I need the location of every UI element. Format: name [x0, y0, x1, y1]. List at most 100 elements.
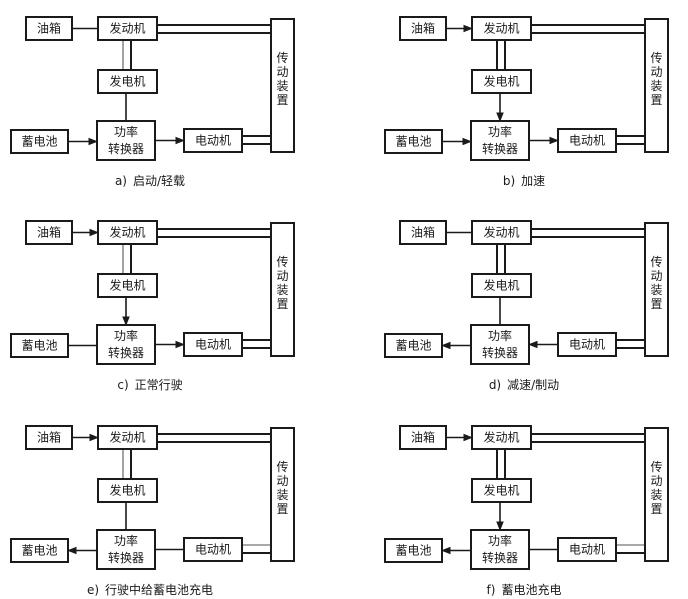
transmission-label-char: 装	[276, 283, 288, 297]
transmission-box	[270, 18, 295, 153]
generator-box	[97, 478, 158, 503]
battery-box	[384, 129, 443, 154]
power-converter-label-line2: 转换器	[108, 345, 144, 360]
fuel-tank-box	[25, 425, 73, 450]
transmission-box	[644, 427, 669, 562]
generator-label: 发电机	[109, 278, 145, 293]
panel-b: 油箱发动机发电机功率转换器蓄电池电动机传动装置b)加速	[384, 16, 669, 188]
battery-label: 蓄电池	[21, 135, 57, 149]
fuel-tank-label: 油箱	[411, 430, 435, 445]
transmission-box	[644, 222, 669, 357]
generator-label: 发电机	[483, 74, 519, 89]
panel-f: 油箱发动机发电机功率转换器蓄电池电动机传动装置f)蓄电池充电	[384, 425, 669, 597]
transmission-label-char: 动	[276, 474, 288, 488]
transmission-label-char: 传	[650, 50, 662, 65]
power-converter-label-line1: 功率	[114, 533, 138, 548]
panel-caption: b) 加速	[503, 174, 545, 188]
motor-label: 电动机	[569, 134, 605, 148]
caption-prefix: b)	[503, 174, 515, 188]
transmission-label-char: 置	[650, 502, 662, 516]
generator-label: 发电机	[109, 483, 145, 498]
panel-caption: d) 减速/制动	[489, 378, 559, 392]
fuel-tank-box	[399, 220, 447, 245]
power-converter-label-line2: 转换器	[482, 345, 518, 360]
fuel-tank-box	[25, 16, 73, 41]
generator-box	[471, 69, 532, 94]
transmission-label-char: 传	[650, 459, 662, 474]
motor-box	[183, 332, 243, 357]
caption-title: 减速/制动	[507, 378, 559, 392]
caption-prefix: d)	[489, 378, 501, 392]
motor-label: 电动机	[569, 543, 605, 557]
transmission-label-char: 装	[650, 79, 662, 93]
engine-label: 发动机	[109, 21, 145, 36]
transmission-label-char: 装	[276, 488, 288, 502]
fuel-tank-label: 油箱	[37, 21, 61, 36]
battery-box	[384, 333, 443, 358]
power-converter-label-line1: 功率	[488, 328, 512, 343]
power-converter-box	[96, 120, 156, 161]
transmission-box	[270, 427, 295, 562]
panel-caption: f)蓄电池充电	[487, 582, 562, 597]
transmission-box	[644, 18, 669, 153]
transmission-label-char: 传	[276, 254, 288, 269]
fuel-tank-label: 油箱	[37, 225, 61, 240]
power-converter-label-line1: 功率	[114, 124, 138, 139]
caption-prefix: c)	[117, 378, 128, 392]
engine-label: 发动机	[109, 225, 145, 240]
power-converter-label-line1: 功率	[114, 328, 138, 343]
battery-label: 蓄电池	[395, 544, 431, 558]
generator-box	[471, 273, 532, 298]
fuel-tank-label: 油箱	[411, 21, 435, 36]
motor-box	[183, 128, 243, 153]
fuel-tank-box	[399, 16, 447, 41]
caption-title: 行驶中给蓄电池充电	[105, 582, 213, 597]
engine-box	[97, 220, 158, 245]
caption-title: 正常行驶	[135, 377, 183, 392]
caption-title: 启动/轻载	[133, 174, 185, 188]
battery-label: 蓄电池	[21, 544, 57, 558]
caption-prefix: f)	[487, 583, 496, 597]
power-converter-label-line1: 功率	[488, 533, 512, 548]
caption-title: 加速	[521, 174, 545, 188]
engine-label: 发动机	[109, 430, 145, 445]
power-converter-box	[470, 324, 530, 365]
panel-caption: a) 启动/轻载	[115, 174, 185, 188]
transmission-label-char: 动	[650, 65, 662, 79]
transmission-label-char: 装	[276, 79, 288, 93]
battery-box	[10, 538, 69, 563]
caption-prefix: a)	[115, 174, 127, 188]
engine-box	[97, 425, 158, 450]
fuel-tank-box	[399, 425, 447, 450]
engine-label: 发动机	[483, 21, 519, 36]
transmission-label-char: 置	[276, 93, 288, 107]
generator-label: 发电机	[483, 483, 519, 498]
fuel-tank-box	[25, 220, 73, 245]
battery-box	[384, 538, 443, 563]
engine-box	[471, 16, 532, 41]
transmission-label-char: 置	[276, 297, 288, 311]
motor-label: 电动机	[195, 134, 231, 148]
generator-label: 发电机	[109, 74, 145, 89]
power-converter-label-line1: 功率	[488, 124, 512, 139]
transmission-label-char: 动	[276, 65, 288, 79]
transmission-label-char: 传	[276, 459, 288, 474]
fuel-tank-label: 油箱	[37, 430, 61, 445]
battery-label: 蓄电池	[395, 339, 431, 353]
engine-box	[97, 16, 158, 41]
battery-label: 蓄电池	[395, 135, 431, 149]
engine-label: 发动机	[483, 430, 519, 445]
engine-box	[471, 425, 532, 450]
battery-box	[10, 333, 69, 358]
power-converter-label-line2: 转换器	[108, 550, 144, 565]
panel-d: 油箱发动机发电机功率转换器蓄电池电动机传动装置d)减速/制动	[384, 220, 669, 392]
generator-box	[97, 69, 158, 94]
generator-label: 发电机	[483, 278, 519, 293]
motor-label: 电动机	[195, 338, 231, 352]
transmission-label-char: 传	[650, 254, 662, 269]
caption-prefix: e)	[87, 583, 99, 597]
transmission-label-char: 置	[650, 93, 662, 107]
panel-a: 油箱发动机发电机功率转换器蓄电池电动机传动装置a)启动/轻载	[10, 16, 295, 188]
motor-label: 电动机	[195, 543, 231, 557]
